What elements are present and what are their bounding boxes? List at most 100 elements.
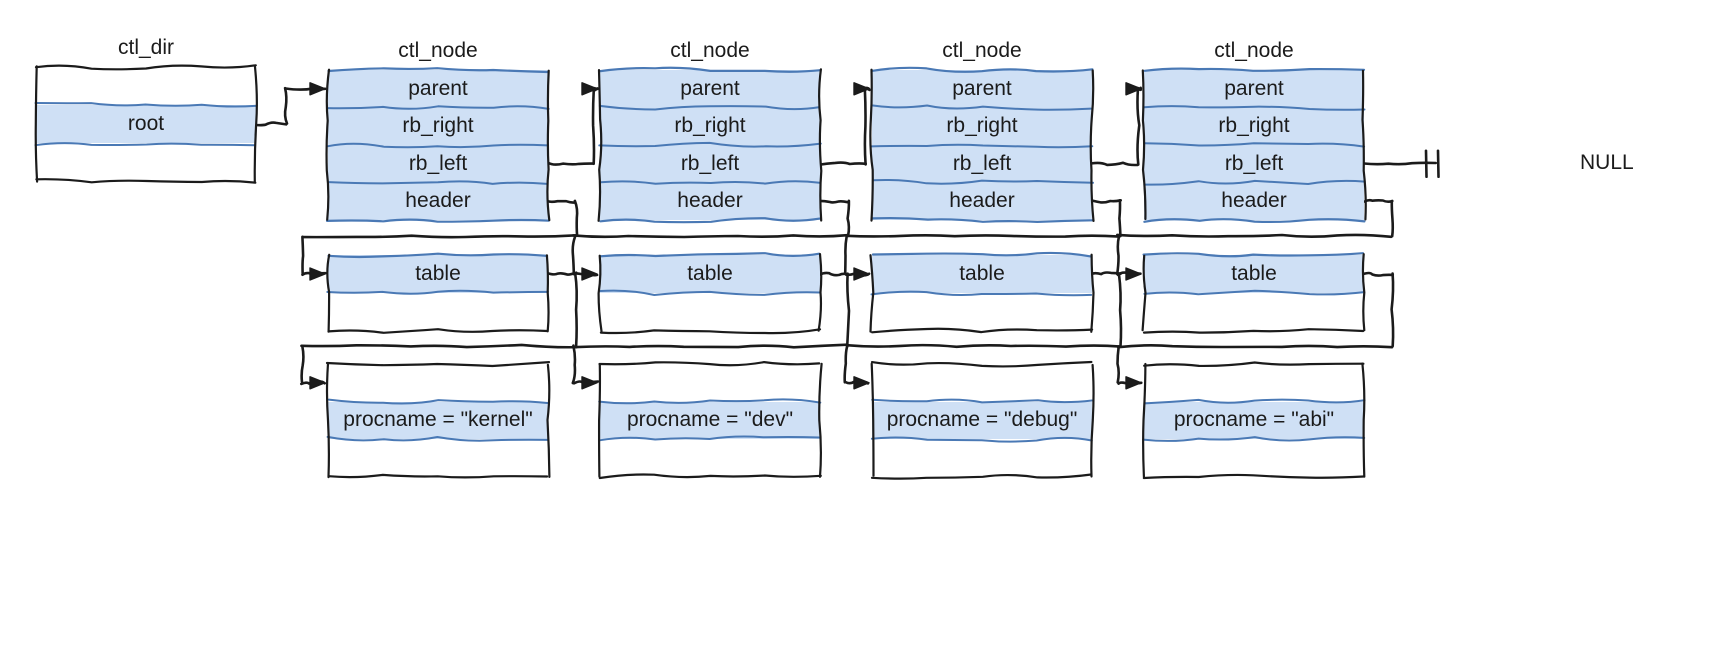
ctl-procname-3-row-empty-0 [1144, 364, 1364, 402]
ctl-table-0-row-table-label: table [415, 262, 461, 285]
ctl-procname-0: procname = "kernel" [325, 361, 551, 479]
ctl-procname-2-row-empty-0 [872, 364, 1092, 402]
ctl-procname-1-row-empty-2 [600, 439, 820, 477]
ctl-table-2-rows: table [872, 255, 1092, 331]
ctl-procname-3: procname = "abi" [1142, 361, 1366, 480]
ctl-table-3-row-table: table [1144, 255, 1364, 293]
ctl-node-2-row-parent: parent [872, 70, 1092, 108]
ctl-procname-0-row-procname-kernel: procname = "kernel" [328, 401, 548, 439]
ctl-node-2-row-rb-left: rb_left [872, 145, 1092, 183]
null-label: NULL [1580, 151, 1634, 174]
ctl-table-1: table [597, 252, 823, 335]
ctl-dir-box-row-empty-0 [36, 67, 256, 105]
ctl-node-0-row-parent-label: parent [408, 76, 468, 100]
connector [1090, 82, 1143, 167]
ctl-table-0-row-empty-1 [328, 293, 548, 331]
ctl-dir-box-row-root: root [36, 105, 256, 143]
ctl-procname-2: procname = "debug" [870, 360, 1095, 480]
ctl-node-2-title: ctl_node [942, 39, 1022, 62]
ctl-procname-0-rows: procname = "kernel" [328, 364, 548, 477]
ctl-dir-box-title: ctl_dir [117, 36, 175, 59]
ctl-procname-1-rows: procname = "dev" [600, 364, 820, 477]
ctl-node-3-title: ctl_node [1214, 39, 1294, 62]
ctl-node-2-row-header: header [872, 182, 1092, 220]
ctl-dir-box-rows: root [36, 67, 256, 181]
ctl-node-1-row-rb-left: rb_left [600, 145, 820, 183]
ctl-table-2: table [869, 251, 1095, 334]
ctl-node-1-row-header-label: header [677, 189, 743, 213]
ctl-node-1-title: ctl_node [670, 39, 750, 62]
ctl-node-1-row-parent: parent [600, 70, 820, 108]
ctl-node-3-row-parent: parent [1144, 70, 1364, 108]
ctl-procname-3-row-procname-abi-label: procname = "abi" [1173, 408, 1335, 432]
ctl-node-0-row-rb-left: rb_left [328, 145, 548, 183]
ctl-procname-0-row-empty-2 [328, 439, 548, 477]
ctl-dir-box-row-root-label: root [127, 112, 165, 135]
ctl-table-2-row-empty-1 [872, 293, 1092, 331]
ctl-table-1-rows: table [600, 255, 820, 331]
ctl-table-0-row-table: table [328, 255, 548, 293]
ctl-procname-2-rows: procname = "debug" [872, 364, 1092, 477]
ctl-procname-1-row-procname-dev-label: procname = "dev" [626, 408, 794, 432]
ctl-table-3: table [1141, 252, 1366, 334]
ctl-dir-box-row-empty-2 [36, 143, 256, 181]
ctl-procname-3-row-empty-2 [1144, 439, 1364, 477]
ctl-node-0-row-rb-right: rb_right [328, 107, 548, 145]
ctl-node-3-row-rb-left: rb_left [1144, 145, 1364, 183]
ctl-procname-1-row-empty-0 [600, 364, 820, 402]
ctl-node-0-row-header-label: header [405, 189, 471, 213]
ctl-node-3-row-header-label: header [1221, 189, 1287, 213]
ctl-node-0-row-rb-right-label: rb_right [402, 114, 474, 138]
connector [546, 82, 599, 166]
ctl-table-0-rows: table [328, 255, 548, 331]
ctl-node-1-row-rb-right-label: rb_right [674, 114, 746, 138]
ctl-node-0-row-rb-left-label: rb_left [408, 151, 468, 175]
ctl-node-0-row-parent: parent [328, 70, 548, 108]
ctl-node-1-row-parent-label: parent [680, 76, 740, 100]
ctl-procname-0-row-procname-kernel-label: procname = "kernel" [343, 408, 533, 432]
ctl-table-3-rows: table [1144, 255, 1364, 331]
ctl-node-2-row-parent-label: parent [952, 76, 1012, 100]
null-terminator-symbol [1362, 149, 1440, 179]
ctl-table-2-row-table: table [872, 255, 1092, 293]
ctl-procname-2-row-empty-2 [872, 439, 1092, 477]
ctl-node-2-row-rb-right-label: rb_right [946, 114, 1018, 138]
ctl-procname-2-row-procname-debug-label: procname = "debug" [886, 408, 1078, 432]
ctl-procname-1: procname = "dev" [597, 360, 823, 480]
ctl-table-3-row-empty-1 [1144, 293, 1364, 331]
connector [818, 82, 871, 166]
ctl-node-2-row-rb-right: rb_right [872, 107, 1092, 145]
ctl-procname-2-row-procname-debug: procname = "debug" [872, 401, 1092, 439]
ctl-node-1-row-rb-left-label: rb_left [680, 151, 740, 175]
ctl-node-2-row-header-label: header [949, 189, 1015, 213]
ctl-procname-0-row-empty-0 [328, 364, 548, 402]
ctl-node-0-row-header: header [328, 182, 548, 220]
ctl-table-1-row-table: table [600, 255, 820, 293]
ctl-table-1-row-empty-1 [600, 293, 820, 331]
ctl-procname-3-rows: procname = "abi" [1144, 364, 1364, 477]
ctl-node-3-row-rb-left-label: rb_left [1224, 151, 1284, 175]
ctl-node-2-row-rb-left-label: rb_left [952, 151, 1012, 175]
ctl-node-3-row-rb-right-label: rb_right [1218, 114, 1290, 138]
ctl-table-3-row-table-label: table [1231, 262, 1277, 285]
ctl-node-3-row-header: header [1144, 182, 1364, 220]
ctl-node-3-row-parent-label: parent [1224, 76, 1284, 100]
ctl-procname-1-row-procname-dev: procname = "dev" [600, 401, 820, 439]
ctl-node-1-row-rb-right: rb_right [600, 107, 820, 145]
ctl-node-3-row-rb-right: rb_right [1144, 107, 1364, 145]
ctl-node-1-row-header: header [600, 182, 820, 220]
connector [253, 82, 327, 127]
ctl-procname-3-row-procname-abi: procname = "abi" [1144, 401, 1364, 439]
ctl-table-0: table [326, 252, 550, 334]
ctl-table-2-row-table-label: table [959, 262, 1005, 285]
